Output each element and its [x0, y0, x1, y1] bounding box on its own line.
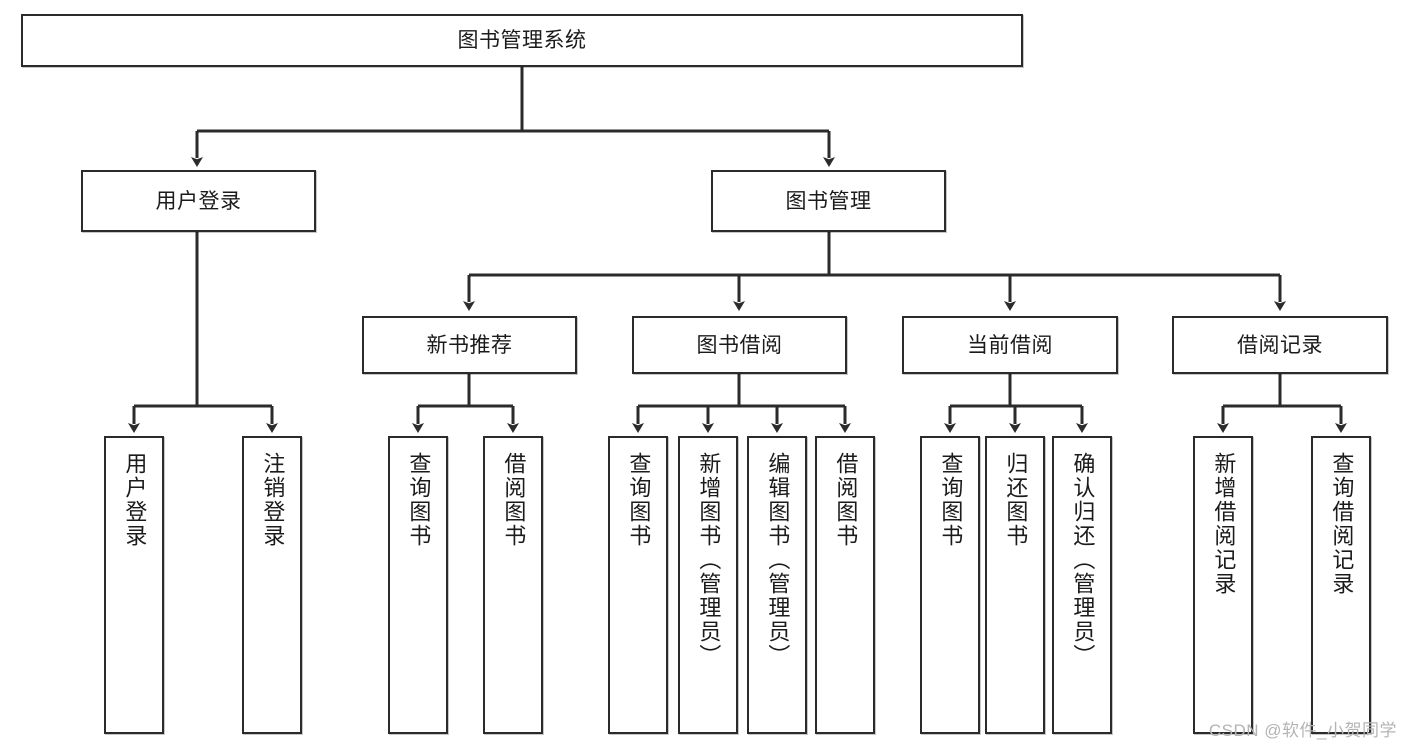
leaf-current-borrow-confirm[interactable]: 确认归还（管理员） [1052, 436, 1112, 734]
leaf-user-login-logout[interactable]: 注销登录 [242, 436, 302, 734]
node-root[interactable]: 图书管理系统 [21, 14, 1023, 67]
node-new-book-recommend-label: 新书推荐 [426, 333, 513, 357]
leaf-current-borrow-return[interactable]: 归还图书 [985, 436, 1045, 734]
node-borrow-record-label: 借阅记录 [1237, 333, 1323, 357]
leaf-borrow-record-query[interactable]: 查询借阅记录 [1311, 436, 1371, 734]
leaf-label: 编辑图书（管理员） [765, 452, 791, 668]
node-book-management-label: 图书管理 [785, 189, 872, 213]
leaf-book-borrow-edit[interactable]: 编辑图书（管理员） [747, 436, 807, 734]
node-book-borrow-label: 图书借阅 [696, 333, 783, 357]
node-user-login-label: 用户登录 [155, 189, 242, 213]
leaf-label: 归还图书 [1003, 452, 1029, 548]
leaf-label: 借阅图书 [833, 452, 859, 548]
node-current-borrow[interactable]: 当前借阅 [902, 316, 1118, 374]
leaf-label: 查询图书 [626, 452, 652, 548]
node-borrow-record[interactable]: 借阅记录 [1172, 316, 1388, 374]
leaf-label: 确认归还（管理员） [1070, 452, 1096, 668]
leaf-label: 查询图书 [938, 452, 964, 548]
leaf-label: 用户登录 [122, 452, 148, 548]
leaf-label: 新增借阅记录 [1211, 452, 1237, 596]
node-root-label: 图书管理系统 [457, 29, 587, 52]
leaf-user-login-login[interactable]: 用户登录 [104, 436, 164, 734]
node-book-borrow[interactable]: 图书借阅 [632, 316, 847, 374]
leaf-current-borrow-query[interactable]: 查询图书 [920, 436, 980, 734]
node-new-book-recommend[interactable]: 新书推荐 [362, 316, 577, 374]
leaf-borrow-record-add[interactable]: 新增借阅记录 [1193, 436, 1253, 734]
leaf-label: 新增图书（管理员） [696, 452, 722, 668]
node-current-borrow-label: 当前借阅 [967, 333, 1053, 357]
leaf-label: 借阅图书 [501, 452, 527, 548]
leaf-new-book-borrow[interactable]: 借阅图书 [483, 436, 543, 734]
leaf-label: 注销登录 [260, 452, 286, 548]
leaf-new-book-query[interactable]: 查询图书 [388, 436, 448, 734]
leaf-label: 查询借阅记录 [1329, 452, 1355, 596]
leaf-book-borrow-borrow[interactable]: 借阅图书 [815, 436, 875, 734]
leaf-label: 查询图书 [406, 452, 432, 548]
leaf-book-borrow-query[interactable]: 查询图书 [608, 436, 668, 734]
leaf-book-borrow-add[interactable]: 新增图书（管理员） [678, 436, 738, 734]
node-user-login[interactable]: 用户登录 [81, 170, 316, 232]
node-book-management[interactable]: 图书管理 [711, 170, 946, 232]
watermark: CSDN @软件_小贺同学 [1208, 721, 1397, 740]
